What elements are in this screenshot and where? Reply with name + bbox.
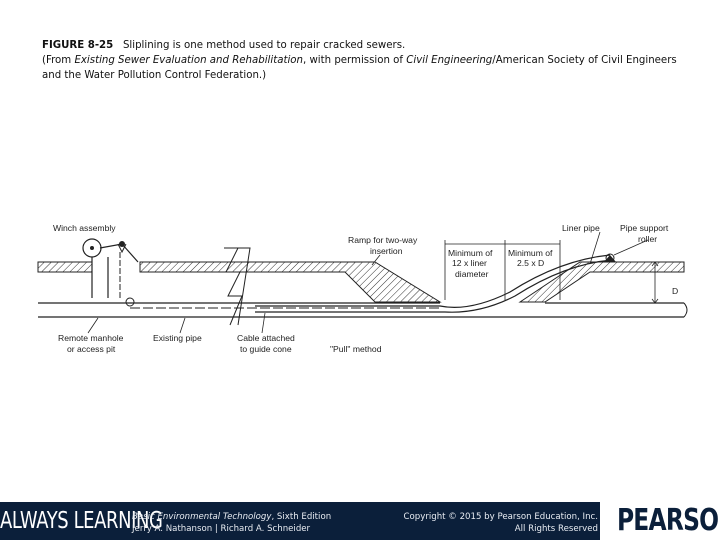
pearson-logo-text: PEARSON — [616, 503, 720, 538]
label-ramp-2: insertion — [370, 246, 403, 256]
dimension-lines — [444, 240, 659, 304]
existing-pipe — [38, 302, 688, 318]
liner-pipe — [255, 254, 613, 313]
label-min12-3: diameter — [455, 269, 489, 279]
book-edition: , Sixth Edition — [271, 512, 332, 522]
ground-mid — [139, 261, 442, 303]
source-journal: Civil Engineering — [406, 55, 493, 66]
copyright-text: Copyright © 2015 by Pearson Education, I… — [403, 512, 598, 522]
label-ramp-1: Ramp for two-way — [348, 235, 418, 245]
pearson-logo: PEARSON — [600, 502, 720, 540]
label-min25-2: 2.5 x D — [517, 258, 544, 268]
label-min12-2: 12 x liner — [452, 258, 487, 268]
break-marks — [224, 247, 251, 326]
footer-bar: ALWAYS LEARNING Basic Environmental Tech… — [0, 502, 720, 540]
label-min25-1: Minimum of — [508, 248, 553, 258]
sliplining-diagram: Winch assembly Ramp for two-way insertio… — [37, 223, 688, 354]
label-winch-assembly: Winch assembly — [53, 223, 116, 233]
book-title: Basic Environmental Technology — [132, 512, 272, 522]
source-suffix: /American Society of Civil Engineers and… — [42, 55, 677, 81]
label-existing-pipe: Existing pipe — [153, 333, 202, 343]
source-title: Existing Sewer Evaluation and Rehabilita… — [74, 55, 303, 66]
label-pipe-support-1: Pipe support — [620, 223, 669, 233]
label-cable-2: to guide cone — [240, 344, 292, 354]
label-min12-1: Minimum of — [448, 248, 493, 258]
label-pull-method: "Pull" method — [330, 344, 382, 354]
ground-hatching — [37, 261, 685, 303]
pipe-support-roller — [604, 253, 616, 263]
source-prefix: (From — [42, 55, 72, 66]
figure-label: FIGURE 8-25 — [42, 40, 114, 51]
label-liner-pipe: Liner pipe — [562, 223, 600, 233]
always-learning-logo: ALWAYS LEARNING — [0, 508, 163, 534]
source-middle: , with permission of — [302, 55, 404, 66]
leader-lines — [87, 231, 649, 334]
label-pipe-support-2: roller — [638, 234, 657, 244]
copyright-info: Copyright © 2015 by Pearson Education, I… — [404, 511, 598, 535]
book-info: Basic Environmental Technology, Sixth Ed… — [132, 511, 331, 535]
winch-assembly — [40, 238, 155, 307]
ground-ramp-right — [518, 261, 685, 303]
ground-left — [37, 261, 93, 273]
label-manhole-2: or access pit — [67, 344, 116, 354]
rights-text: All Rights Reserved — [514, 524, 598, 534]
label-manhole-1: Remote manhole — [58, 333, 124, 343]
figure-title: Sliplining is one method used to repair … — [122, 40, 406, 51]
book-authors: Jerry A. Nathanson | Richard A. Schneide… — [132, 524, 311, 534]
label-cable-1: Cable attached — [237, 333, 295, 343]
label-d: D — [672, 286, 678, 296]
figure-caption: FIGURE 8-25 Sliplining is one method use… — [42, 38, 692, 83]
